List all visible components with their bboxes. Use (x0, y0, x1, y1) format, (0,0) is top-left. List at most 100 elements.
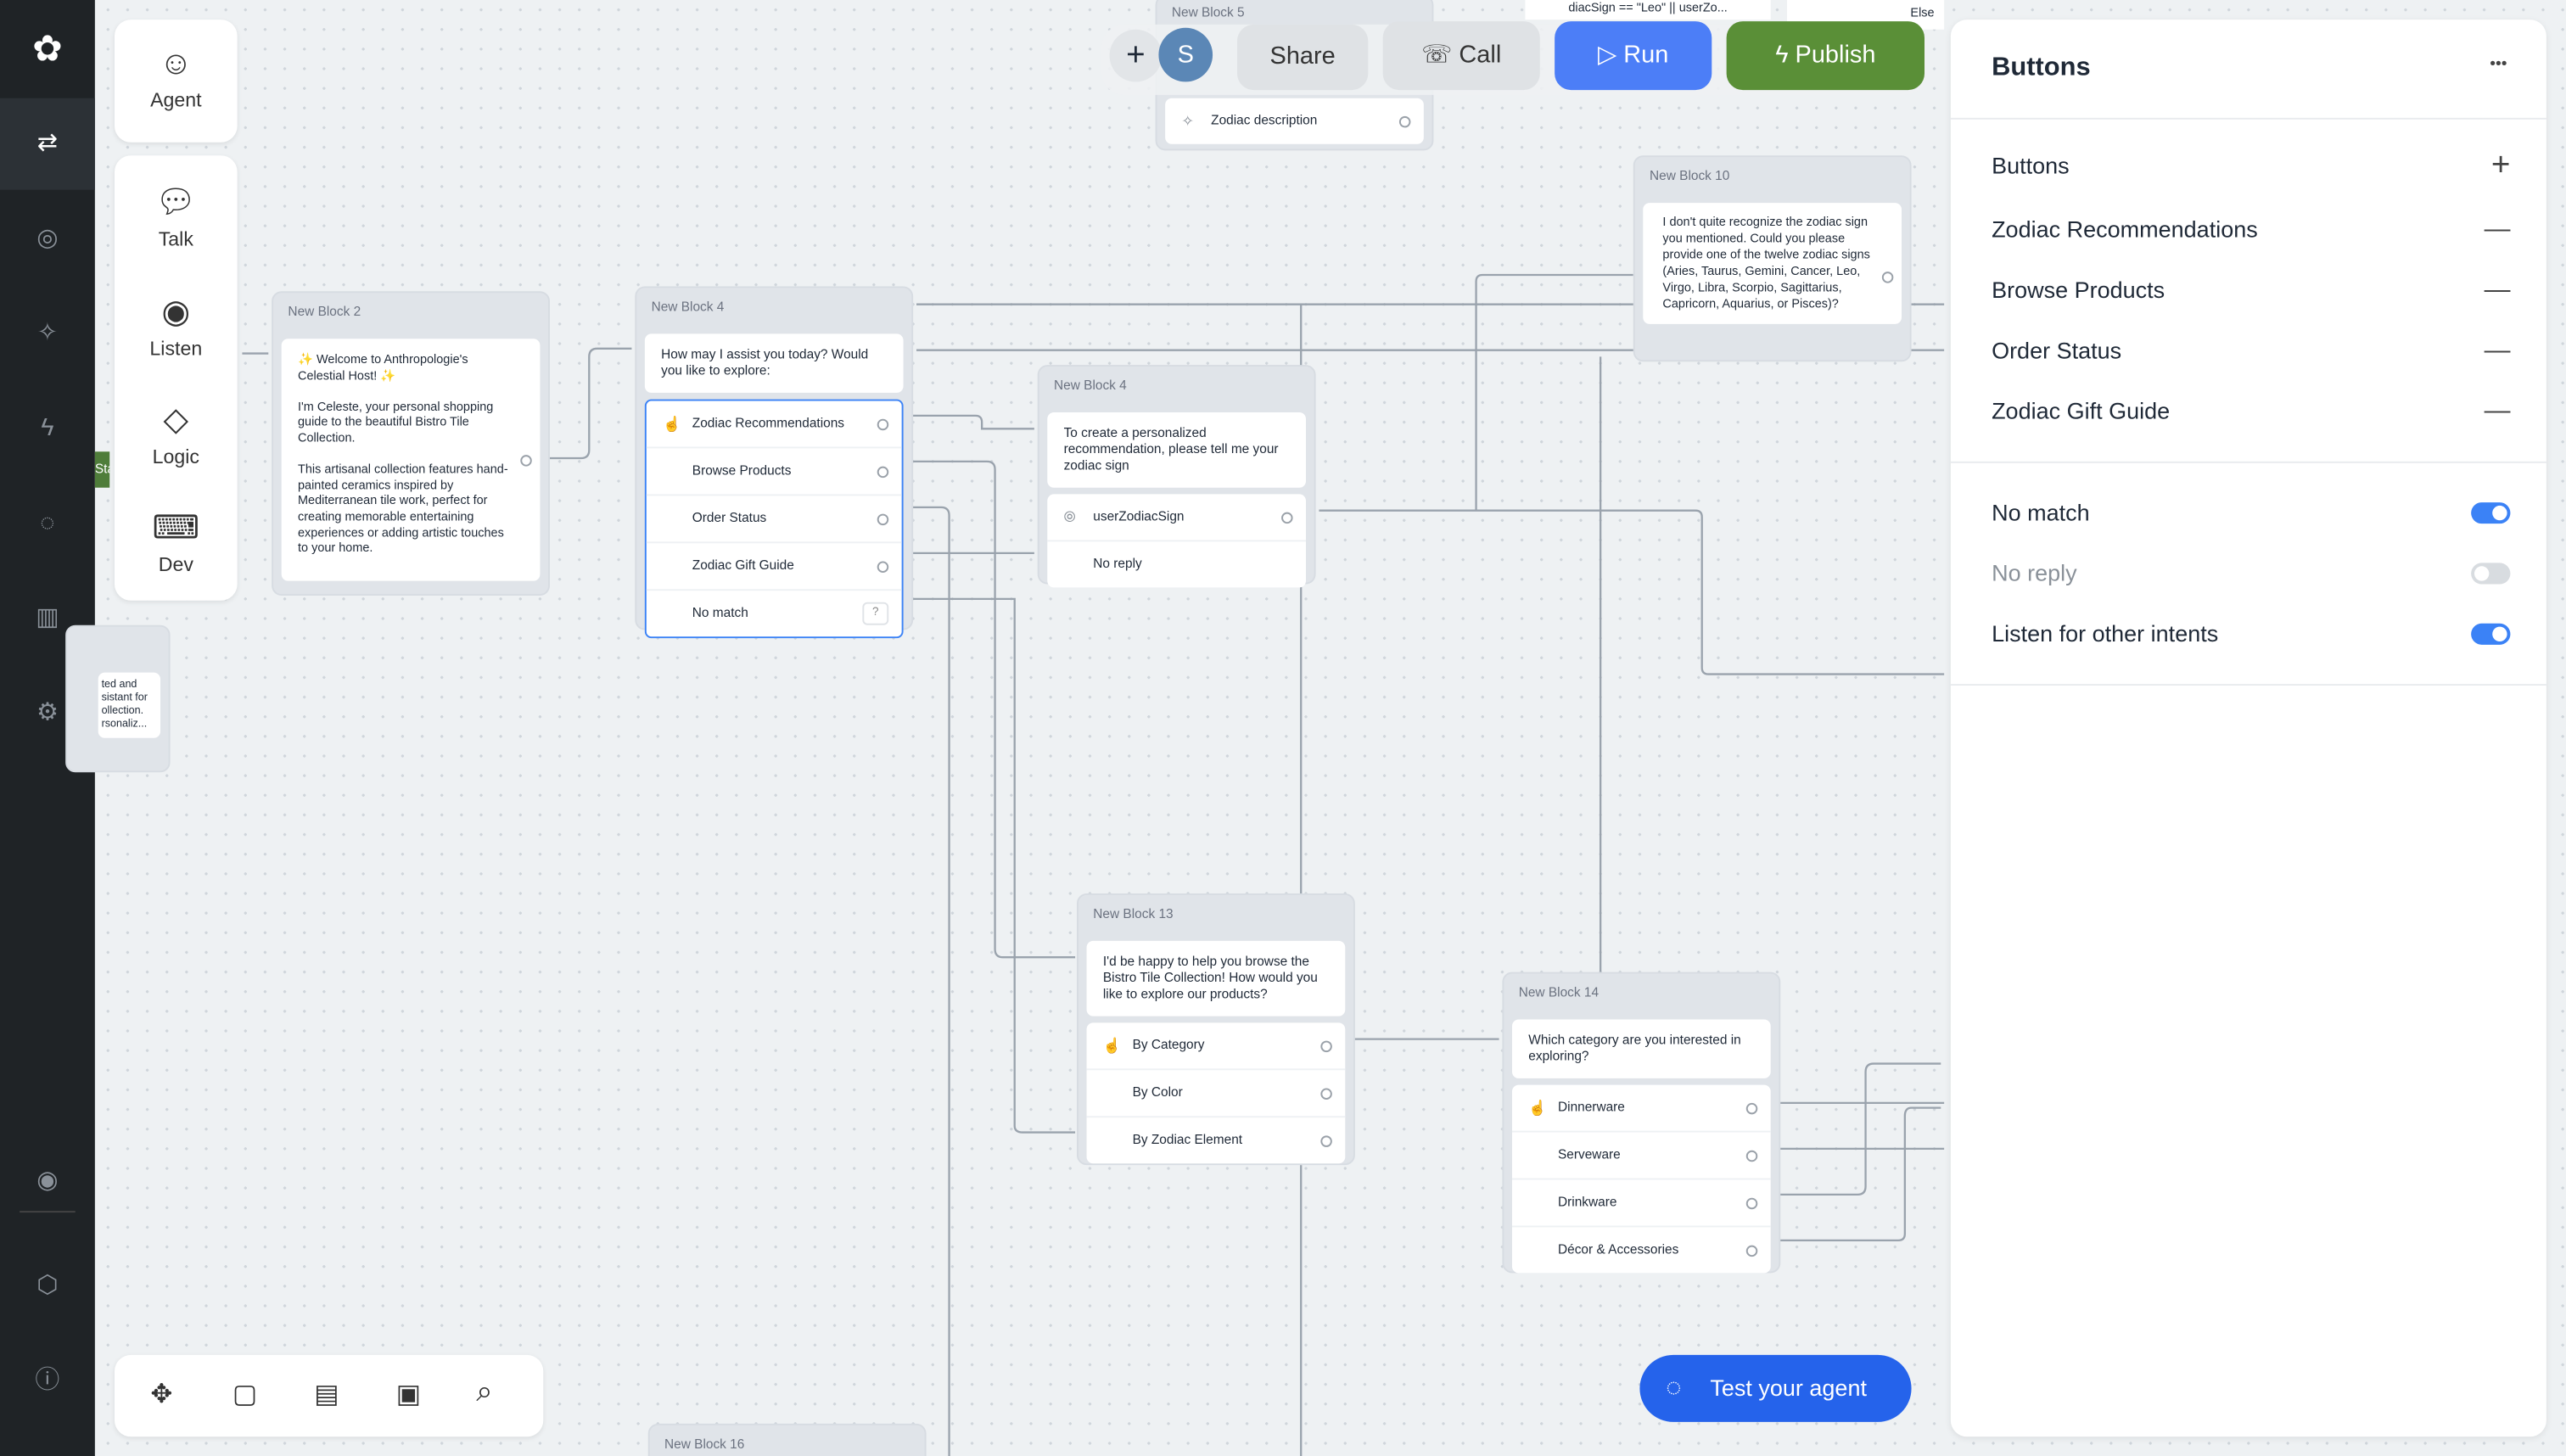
listen-tool[interactable]: ◉Listen (115, 291, 238, 360)
option-label: userZodiacSign (1093, 508, 1185, 524)
option-user-zodiac-sign[interactable]: ⦾userZodiacSign (1047, 494, 1306, 540)
block-14[interactable]: New Block 14 Which category are you inte… (1502, 972, 1781, 1274)
port[interactable] (877, 418, 889, 431)
listen-intents-toggle[interactable] (2471, 623, 2511, 645)
logic-tool[interactable]: ◇Logic (115, 400, 238, 468)
block-message[interactable]: How may I assist you today? Would you li… (644, 333, 904, 393)
cube-icon[interactable]: ⬡ (36, 1271, 59, 1300)
share-button[interactable]: Share (1236, 24, 1369, 91)
port[interactable] (1745, 1102, 1758, 1115)
remove-icon[interactable]: — (2484, 397, 2511, 426)
test-agent-button[interactable]: ◌ Test your agent (1639, 1354, 1912, 1422)
brain-icon[interactable]: ◎ (36, 224, 59, 252)
buttons-step[interactable]: ☝Zodiac Recommendations Browse Products … (644, 399, 904, 639)
buttons-step[interactable]: ☝By Category By Color By Zodiac Element (1086, 1022, 1346, 1164)
puzzle-icon[interactable]: ✧ (36, 319, 59, 347)
talk-tool[interactable]: 💬︎Talk (115, 182, 238, 250)
buttons-panel: Buttons ••• Buttons+ Zodiac Recommendati… (1950, 20, 2546, 1437)
port[interactable] (1398, 115, 1411, 128)
block-message[interactable]: ✨ Welcome to Anthropologie's Celestial H… (281, 339, 541, 581)
option-order-status[interactable]: Order Status (646, 494, 902, 541)
block-message[interactable]: I don't quite recognize the zodiac sign … (1643, 203, 1902, 324)
code-icon: ⌨ (152, 510, 200, 547)
workflow-icon[interactable]: ⇄ (36, 129, 59, 158)
note-icon[interactable]: ▢ (232, 1380, 258, 1409)
option-no-reply[interactable]: No reply (1047, 540, 1306, 587)
info-icon[interactable]: ⓘ (35, 1366, 60, 1395)
port[interactable] (520, 455, 532, 467)
run-button[interactable]: ▷ Run (1555, 21, 1712, 91)
capture-step[interactable]: ⦾userZodiacSign No reply (1047, 494, 1306, 588)
buttons-step[interactable]: ☝Dinnerware Serveware Drinkware Décor & … (1511, 1084, 1771, 1274)
option-decor-accessories[interactable]: Décor & Accessories (1511, 1225, 1771, 1273)
port[interactable] (1745, 1245, 1758, 1257)
avatar[interactable]: S (1158, 27, 1213, 82)
button-label[interactable]: Zodiac Recommendations (1992, 216, 2258, 243)
help-icon[interactable]: ? (862, 602, 889, 625)
button-label[interactable]: Zodiac Gift Guide (1992, 397, 2171, 424)
button-row[interactable]: Zodiac Gift Guide — (1992, 397, 2510, 426)
test-agent-label: Test your agent (1710, 1374, 1867, 1401)
partial-block[interactable]: ted and sistant for ollection. rsonaliz.… (65, 624, 171, 773)
button-row[interactable]: Order Status — (1992, 337, 2510, 365)
option-zodiac-gift-guide[interactable]: Zodiac Gift Guide (646, 541, 902, 589)
block-10[interactable]: New Block 10 I don't quite recognize the… (1633, 155, 1912, 362)
option-dinnerware[interactable]: ☝Dinnerware (1512, 1085, 1771, 1131)
block-message[interactable]: I'd be happy to help you browse the Bist… (1086, 940, 1346, 1016)
option-drinkware[interactable]: Drinkware (1511, 1178, 1771, 1226)
button-label[interactable]: Browse Products (1992, 276, 2165, 303)
settings-icon[interactable]: ⚙ (36, 698, 59, 727)
option-no-match[interactable]: No match? (646, 589, 902, 636)
port[interactable] (1745, 1197, 1758, 1210)
add-button-icon[interactable]: + (2490, 147, 2511, 183)
remove-icon[interactable]: — (2484, 216, 2511, 244)
block-16[interactable]: New Block 16 (647, 1423, 927, 1456)
start-node[interactable]: Sta (94, 451, 110, 488)
conversations-icon[interactable]: ◌ (40, 508, 55, 537)
agent-tool[interactable]: ☺Agent (114, 20, 238, 143)
option-zodiac-recommendations[interactable]: ☝Zodiac Recommendations (647, 400, 902, 446)
port[interactable] (877, 513, 889, 526)
block-4[interactable]: New Block 4 How may I assist you today? … (635, 286, 914, 639)
port[interactable] (877, 466, 889, 479)
port[interactable] (1320, 1088, 1332, 1100)
option-browse-products[interactable]: Browse Products (646, 446, 902, 494)
option-by-color[interactable]: By Color (1086, 1068, 1346, 1116)
option-by-category[interactable]: ☝By Category (1087, 1022, 1346, 1068)
button-row[interactable]: Zodiac Recommendations — (1992, 216, 2511, 244)
port[interactable] (1745, 1150, 1758, 1162)
publish-button[interactable]: ϟ Publish (1726, 21, 1924, 91)
integrations-icon[interactable]: ϟ (41, 413, 54, 442)
no-reply-toggle[interactable] (2471, 563, 2511, 585)
search-icon[interactable]: ⌕ (476, 1374, 493, 1408)
port[interactable] (1881, 272, 1894, 283)
rail-divider (20, 1211, 76, 1213)
move-icon[interactable]: ✥ (150, 1380, 173, 1409)
target-icon[interactable]: ◉ (36, 1167, 59, 1195)
block-message[interactable]: To create a personalized recommendation,… (1047, 412, 1306, 488)
block-4-capture[interactable]: New Block 4 To create a personalized rec… (1037, 365, 1316, 588)
no-match-toggle[interactable] (2471, 502, 2511, 524)
block-message[interactable]: Which category are you interested in exp… (1511, 1019, 1771, 1078)
port[interactable] (1320, 1040, 1332, 1053)
block-2[interactable]: New Block 2 ✨ Welcome to Anthropologie's… (272, 291, 550, 596)
option-serveware[interactable]: Serveware (1511, 1130, 1771, 1179)
port[interactable] (1320, 1135, 1332, 1147)
block-13[interactable]: New Block 13 I'd be happy to help you br… (1076, 893, 1355, 1166)
option-by-zodiac-element[interactable]: By Zodiac Element (1086, 1116, 1346, 1163)
comment-icon[interactable]: ▤ (314, 1380, 339, 1409)
port[interactable] (877, 561, 889, 573)
add-button[interactable]: + (1109, 29, 1163, 82)
button-label[interactable]: Order Status (1992, 337, 2122, 364)
button-row[interactable]: Browse Products — (1992, 276, 2511, 305)
port[interactable] (1281, 512, 1293, 524)
image-icon[interactable]: ▣ (395, 1380, 421, 1409)
dev-tool[interactable]: ⌨Dev (115, 507, 238, 576)
analytics-icon[interactable]: ▥ (36, 603, 59, 632)
call-button[interactable]: ☏ Call (1382, 21, 1540, 91)
more-options-icon[interactable]: ••• (2490, 55, 2507, 74)
logo-icon[interactable]: ✿ (32, 27, 63, 69)
remove-icon[interactable]: — (2484, 276, 2511, 305)
call-label: Call (1459, 41, 1502, 69)
remove-icon[interactable]: — (2484, 337, 2511, 366)
